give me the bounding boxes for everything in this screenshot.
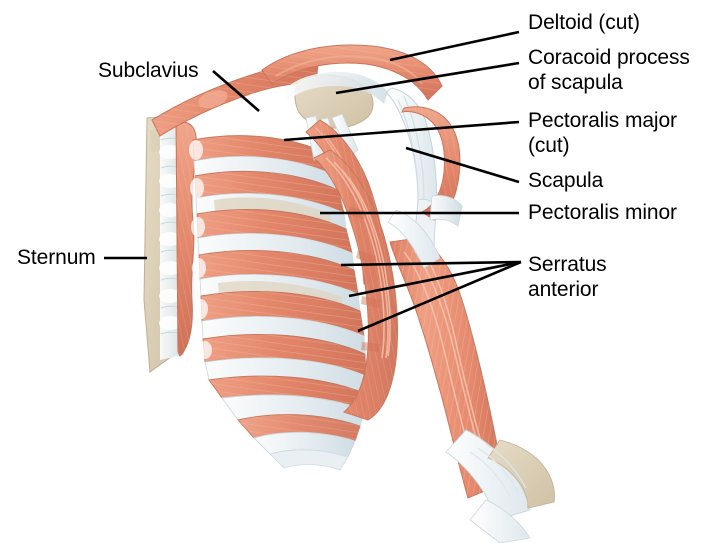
label-sternum: Sternum [17, 246, 96, 269]
rib-cage [189, 135, 367, 471]
serratus-anterior-structure [313, 149, 398, 421]
label-pectoralis-minor: Pectoralis minor [528, 201, 677, 224]
arm-structure [389, 237, 555, 543]
leader-serratus-2 [348, 260, 522, 298]
leader-lines [104, 30, 522, 333]
pec-major-tendon [429, 195, 463, 227]
leader-serratus-3 [357, 260, 522, 333]
label-serratus-anterior: Serratus anterior [528, 253, 607, 301]
leader-subclavius [212, 70, 260, 112]
label-coracoid-process: Coracoid process of scapula [528, 46, 690, 94]
label-scapula: Scapula [528, 169, 604, 192]
label-deltoid-cut: Deltoid (cut) [528, 11, 640, 34]
pectoralis-major-cut-structure [401, 106, 463, 227]
label-subclavius: Subclavius [98, 59, 199, 82]
rib-9 [269, 449, 349, 471]
forearm-fascia [469, 499, 531, 543]
rib-cut-ends [189, 140, 212, 359]
lower-costal-arch [208, 375, 367, 471]
label-pectoralis-major-cut: Pectoralis major (cut) [528, 109, 677, 157]
leader-deltoid-cut [389, 30, 520, 62]
acromioclavicular-cartilage [284, 72, 388, 104]
distal-humerus [487, 439, 555, 509]
leader-pectoralis-major [283, 120, 520, 142]
leader-serratus-1 [340, 260, 522, 267]
leader-scapula [405, 146, 520, 184]
elbow-region [445, 429, 555, 543]
parasternal-muscle-strip [175, 117, 197, 357]
leader-coracoid-process [335, 61, 520, 95]
subclavius-highlight [198, 90, 228, 108]
rib-2-shade [214, 197, 331, 227]
rib-4-shade [218, 280, 343, 310]
